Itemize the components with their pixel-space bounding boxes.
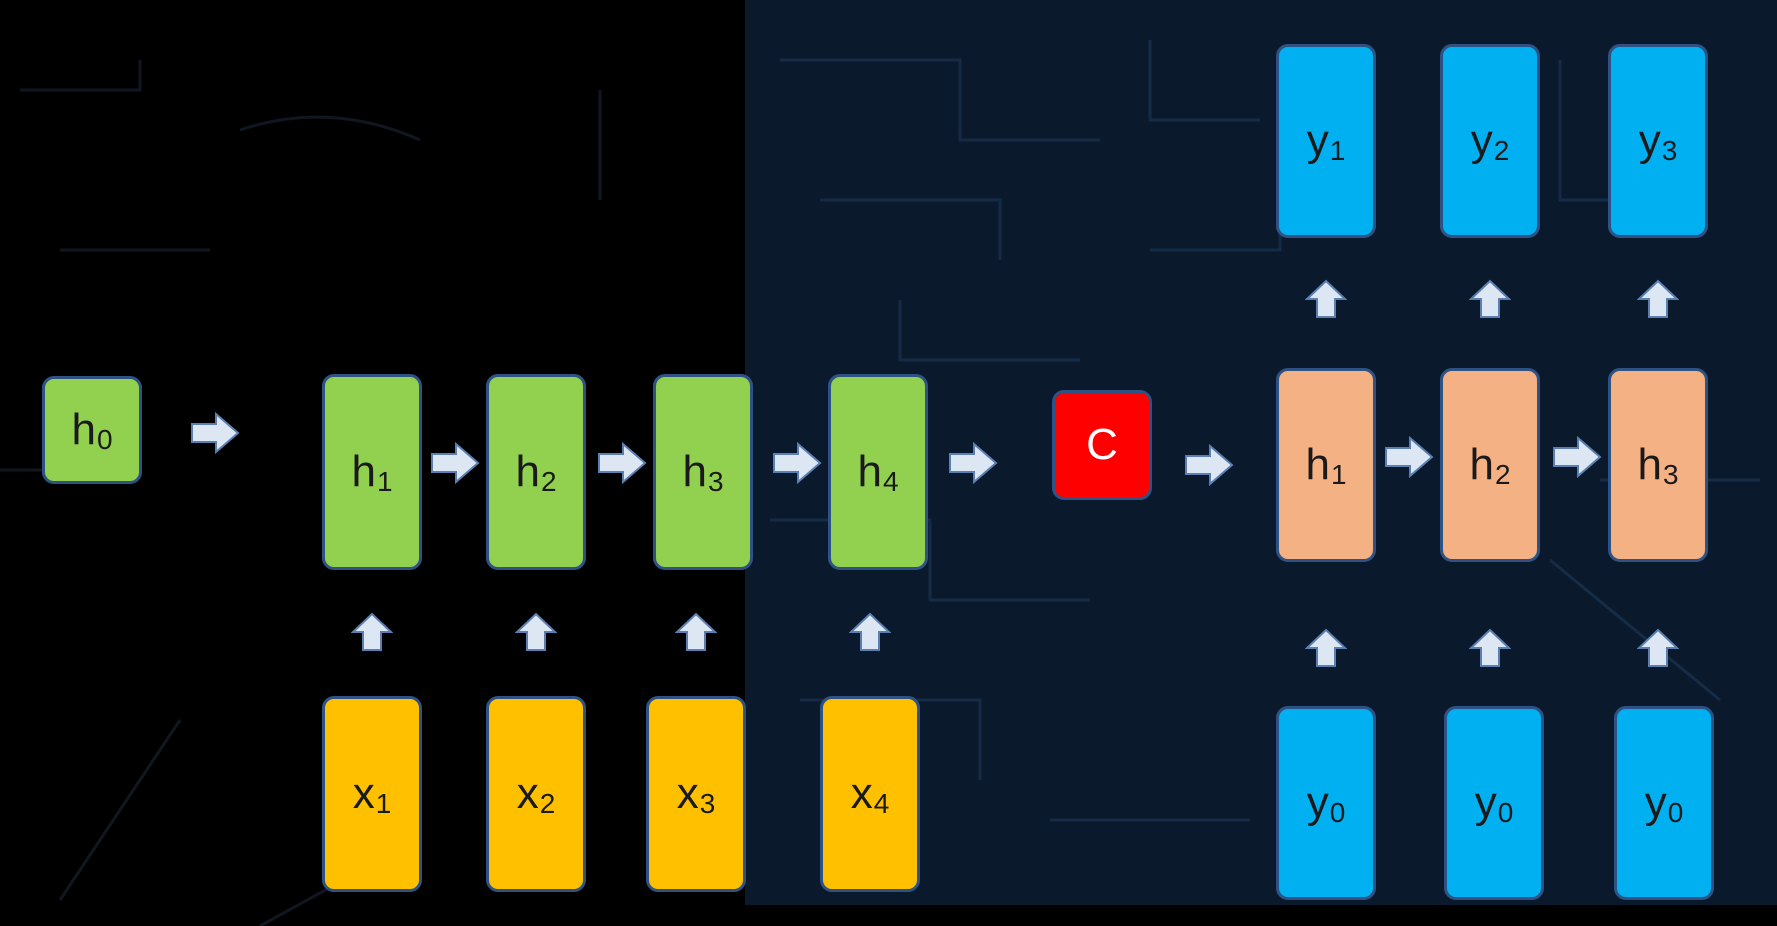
node-base-letter: x — [676, 769, 699, 818]
node-base-letter: h — [1637, 440, 1662, 489]
node-subscript: 4 — [873, 788, 890, 819]
arrow-up-icon — [515, 612, 557, 651]
node-base-letter: x — [352, 769, 375, 818]
node-base-letter: y — [1638, 116, 1661, 165]
node-base-letter: y — [1644, 778, 1667, 827]
node-subscript: 2 — [1493, 135, 1510, 166]
node-base-letter: x — [516, 769, 539, 818]
node-subscript: 1 — [376, 466, 393, 497]
arrow-up-icon — [849, 612, 891, 651]
node-subscript: 2 — [1494, 459, 1511, 490]
node-subscript: 3 — [699, 788, 716, 819]
node-base-letter: h — [1469, 440, 1494, 489]
arrow-up-icon — [1469, 279, 1511, 318]
node-subscript: 1 — [375, 788, 392, 819]
arrow-right-icon — [773, 442, 822, 484]
arrow-right-icon — [949, 442, 998, 484]
arrow-up-icon — [675, 612, 717, 651]
node-base-letter: h — [71, 405, 96, 454]
arrow-right-icon — [1553, 436, 1602, 478]
node-subscript: 0 — [1497, 797, 1514, 828]
node-base-letter: y — [1306, 116, 1329, 165]
arrow-up-icon — [1305, 279, 1347, 318]
node-base-letter: y — [1306, 778, 1329, 827]
node-base-letter: h — [1305, 440, 1330, 489]
node-base-letter: h — [682, 447, 707, 496]
node-subscript: 0 — [96, 424, 113, 455]
arrow-right-icon — [1185, 444, 1234, 486]
node-subscript: 2 — [539, 788, 556, 819]
context-vector-c: C — [1052, 390, 1152, 500]
node-base-letter: y — [1470, 116, 1493, 165]
arrow-right-icon — [431, 442, 480, 484]
arrow-right-icon — [1385, 436, 1434, 478]
node-base-letter: h — [515, 447, 540, 496]
context-label: C — [1086, 420, 1118, 469]
node-base-letter: h — [857, 447, 882, 496]
arrow-up-icon — [1469, 628, 1511, 667]
arrow-up-icon — [1637, 628, 1679, 667]
node-subscript: 1 — [1329, 135, 1346, 166]
node-subscript: 1 — [1330, 459, 1347, 490]
node-base-letter: x — [850, 769, 873, 818]
node-base-letter: h — [351, 447, 376, 496]
node-subscript: 3 — [1662, 459, 1679, 490]
node-subscript: 0 — [1667, 797, 1684, 828]
arrow-up-icon — [1637, 279, 1679, 318]
node-subscript: 3 — [1661, 135, 1678, 166]
arrow-up-icon — [351, 612, 393, 651]
node-subscript: 4 — [882, 466, 899, 497]
arrow-up-icon — [1305, 628, 1347, 667]
node-subscript: 0 — [1329, 797, 1346, 828]
arrow-right-icon — [598, 442, 647, 484]
arrow-right-icon — [191, 412, 240, 454]
node-subscript: 3 — [707, 466, 724, 497]
node-subscript: 2 — [540, 466, 557, 497]
node-base-letter: y — [1474, 778, 1497, 827]
